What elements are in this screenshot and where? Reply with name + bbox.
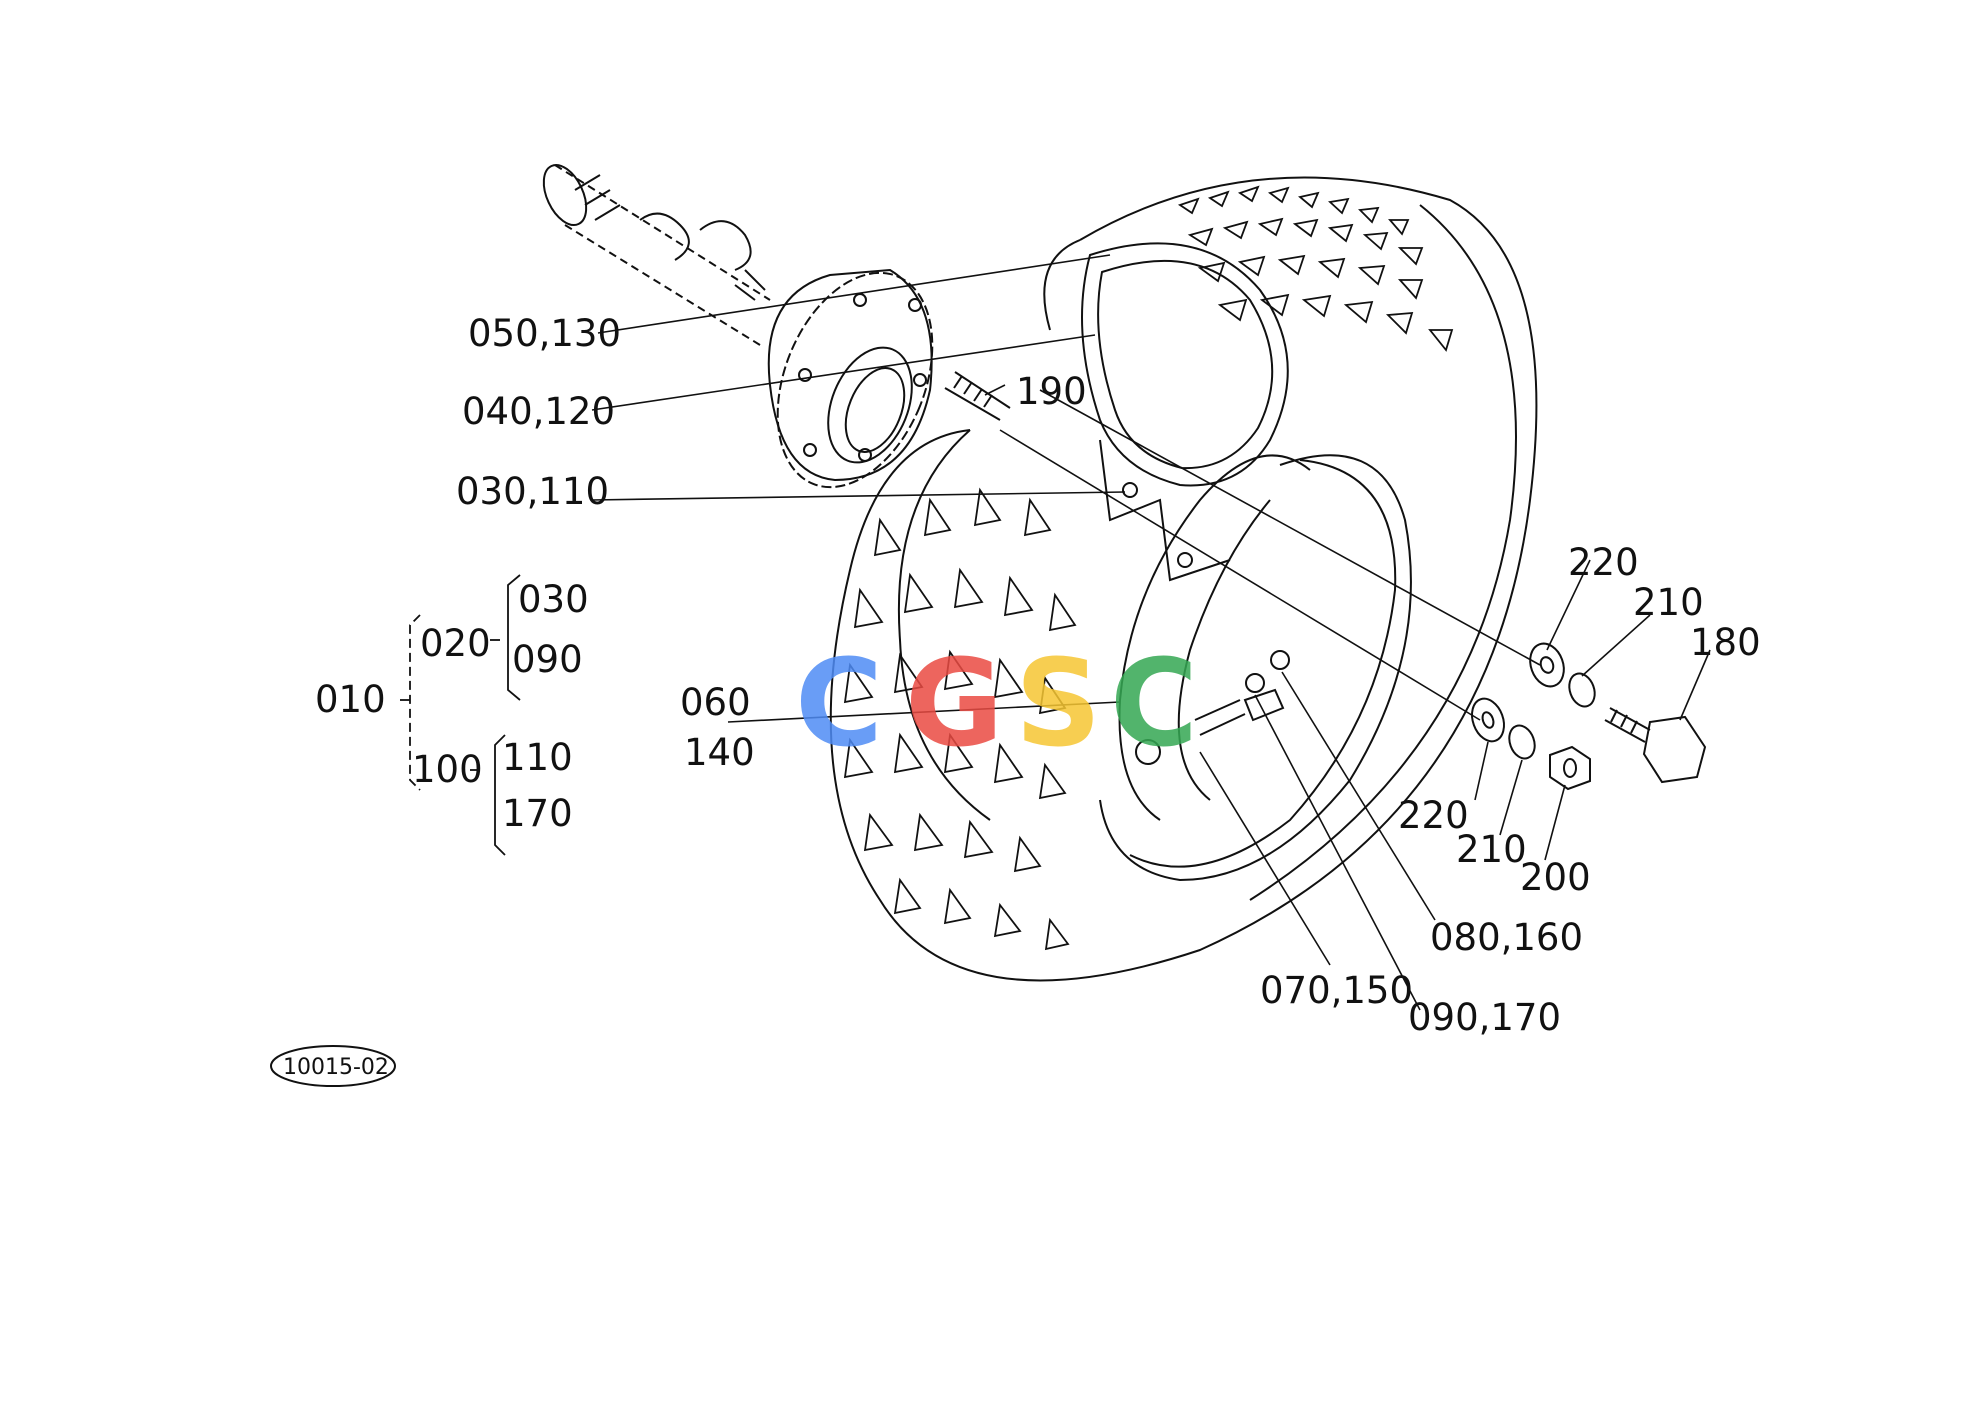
label-210-upper: 210 [1633,581,1704,624]
label-220-lower: 220 [1398,794,1469,837]
nut-washer-set-lower [1471,697,1591,791]
label-050-130: 050,130 [468,312,621,355]
tree-leaf-090: 090 [512,638,583,681]
label-180: 180 [1690,621,1761,664]
tree-leaf-030: 030 [518,578,589,621]
label-190: 190 [1016,370,1087,413]
label-210-lower: 210 [1456,828,1527,871]
watermark-letter-4: C [1110,635,1198,774]
tree-root-label: 010 [315,678,386,721]
tyre [829,176,1538,982]
label-070-150: 070,150 [1260,969,1413,1012]
tree-node-020: 020 [420,622,491,665]
label-090-170: 090,170 [1408,996,1561,1039]
label-140: 140 [684,731,755,774]
watermark: C G S C [795,635,1198,774]
hub-flange [767,268,934,489]
figure-id: 10015-02 [283,1055,389,1080]
tree-node-100: 100 [412,748,483,791]
valve-assembly [1135,650,1290,765]
label-030-110: 030,110 [456,470,609,513]
watermark-letter-2: G [905,635,1004,774]
rim-and-tube [1081,242,1289,582]
parts-tree-brackets [400,574,521,856]
bolt-washer-set-upper [1529,642,1707,784]
watermark-letter-3: S [1015,635,1101,774]
label-200: 200 [1520,856,1591,899]
axle-shaft [542,164,771,346]
label-080-160: 080,160 [1430,916,1583,959]
watermark-letter-1: C [795,635,883,774]
leader-lines [591,254,1711,1011]
label-040-120: 040,120 [462,390,615,433]
tread-pattern-upper [1177,185,1454,352]
label-060: 060 [680,681,751,724]
figure-id-badge [270,1045,396,1087]
label-220-upper: 220 [1568,541,1639,584]
tread-pattern-lower [843,487,1077,951]
tree-leaf-170: 170 [502,792,573,835]
tree-leaf-110: 110 [502,736,573,779]
wheel-stud [944,371,1011,421]
